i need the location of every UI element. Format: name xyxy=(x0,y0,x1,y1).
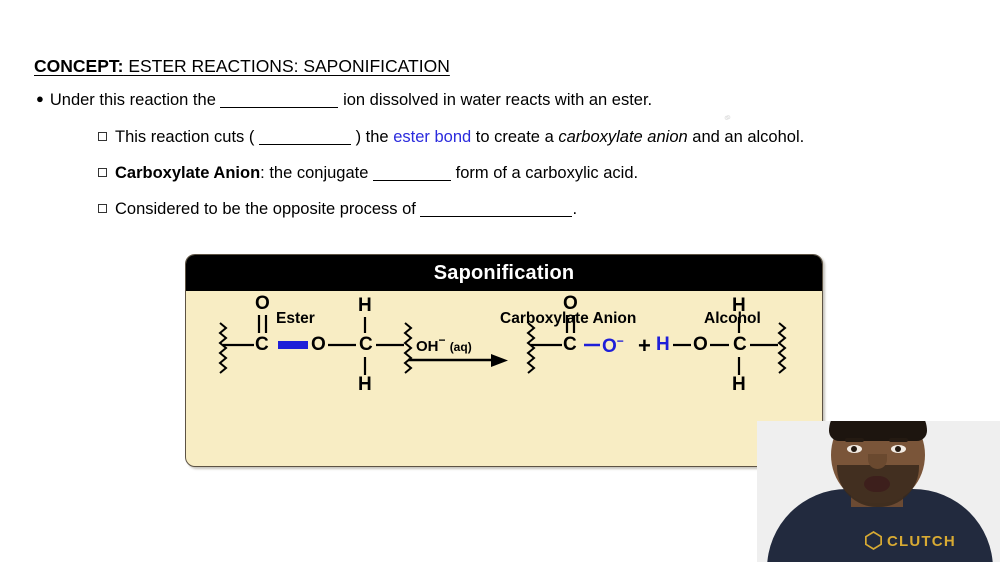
ester-right-squiggle-icon xyxy=(403,322,413,374)
alcohol-right-squiggle-icon xyxy=(777,322,787,374)
alcohol-hydrogen-top: H xyxy=(732,295,746,316)
presenter-eyebrow-left xyxy=(845,438,864,442)
bullet-main: ● Under this reaction the ion dissolved i… xyxy=(36,91,652,110)
ester-bond-link: ester bond xyxy=(393,128,472,146)
bullet-main-text-before: Under this reaction the xyxy=(49,91,216,109)
fill-blank-4 xyxy=(420,216,573,217)
label-carboxylate-anion: Carboxylate Anion xyxy=(500,310,637,327)
page-title-rest: ESTER REACTIONS: SAPONIFICATION xyxy=(123,56,450,76)
sub1-part1: This reaction cuts ( xyxy=(115,128,255,146)
ester-left-squiggle-icon xyxy=(218,322,228,374)
sub1-part2: ) the xyxy=(355,128,389,146)
sub-bullet-3: Considered to be the opposite process of… xyxy=(98,200,577,219)
fill-blank-3 xyxy=(373,180,452,181)
sub2-part2: form of a carboxylic acid. xyxy=(455,164,639,182)
presenter-eyebrow-right xyxy=(889,438,908,442)
carboxylate-carbon: C xyxy=(563,334,577,355)
clutch-logo-text: CLUTCH xyxy=(887,533,956,550)
page-title-prefix: CONCEPT: xyxy=(34,56,124,76)
presenter-webcam: CLUTCH xyxy=(757,421,1000,562)
clutch-hexagon-icon xyxy=(865,531,882,550)
plus-sign: + xyxy=(638,333,651,358)
reagent-hydroxide: OH− (aq) xyxy=(416,333,472,355)
presenter-nose xyxy=(868,454,887,469)
fill-blank-2 xyxy=(258,144,351,145)
reaction-diagram-panel: Saponification Ester Carboxylate Anion A… xyxy=(185,254,823,467)
carboxylate-anion-charge: − xyxy=(616,334,624,348)
page-artifact-mark: ⚭ xyxy=(720,109,735,127)
sub1-emphasis: carboxylate anion xyxy=(558,128,688,146)
chemical-structures-group: O C O C H H OH− (aq) O C O− + H O C H H xyxy=(186,255,822,466)
presenter-hair xyxy=(829,421,927,441)
presenter-figure: CLUTCH xyxy=(767,421,993,562)
sub2-term: Carboxylate Anion xyxy=(115,164,261,182)
reagent-formula: OH xyxy=(416,338,439,355)
alcohol-oxygen: O xyxy=(693,334,708,355)
reagent-state: (aq) xyxy=(449,340,472,354)
presenter-eye-left xyxy=(847,445,862,453)
sub1-part4: and an alcohol. xyxy=(692,128,805,146)
label-alcohol: Alcohol xyxy=(704,310,761,327)
sub3-part2: . xyxy=(572,200,578,218)
fill-blank-1 xyxy=(220,107,339,108)
ester-carbonyl-carbon: C xyxy=(255,334,269,355)
alcohol-hydrogen-bottom: H xyxy=(732,374,746,395)
panel-header-title: Saponification xyxy=(186,255,822,291)
structure-bonds-svg xyxy=(218,315,787,375)
sub-bullet-1: This reaction cuts ( ) the ester bond to… xyxy=(98,128,804,147)
square-bullet-icon xyxy=(98,204,107,213)
ester-oxygen: O xyxy=(311,334,326,355)
reaction-arrow-head xyxy=(491,354,508,367)
carboxylate-anion-oxygen: O− xyxy=(602,334,624,357)
sub3-part1: Considered to be the opposite process of xyxy=(115,200,416,218)
bullet-dot-icon: ● xyxy=(36,91,44,106)
alcohol-hydrogen-left: H xyxy=(656,334,670,355)
presenter-mouth xyxy=(864,476,890,492)
carboxylate-carbonyl-oxygen: O xyxy=(563,293,578,314)
label-ester: Ester xyxy=(276,310,315,327)
sub2-part1: : the conjugate xyxy=(260,164,369,182)
ester-hydrogen-top: H xyxy=(358,295,372,316)
alcohol-carbon: C xyxy=(733,334,747,355)
carboxylate-left-squiggle-icon xyxy=(526,322,536,374)
presenter-eye-right xyxy=(891,445,906,453)
ester-hydrogen-bottom: H xyxy=(358,374,372,395)
square-bullet-icon xyxy=(98,168,107,177)
page-title: CONCEPT: ESTER REACTIONS: SAPONIFICATION xyxy=(34,56,450,77)
sub-bullet-2: Carboxylate Anion: the conjugate form of… xyxy=(98,164,638,183)
square-bullet-icon xyxy=(98,132,107,141)
sub1-part3: to create a xyxy=(475,128,554,146)
ester-alkyl-carbon: C xyxy=(359,334,373,355)
ester-carbonyl-oxygen: O xyxy=(255,293,270,314)
bullet-main-text-after: ion dissolved in water reacts with an es… xyxy=(343,91,653,109)
reagent-charge: − xyxy=(438,333,446,347)
